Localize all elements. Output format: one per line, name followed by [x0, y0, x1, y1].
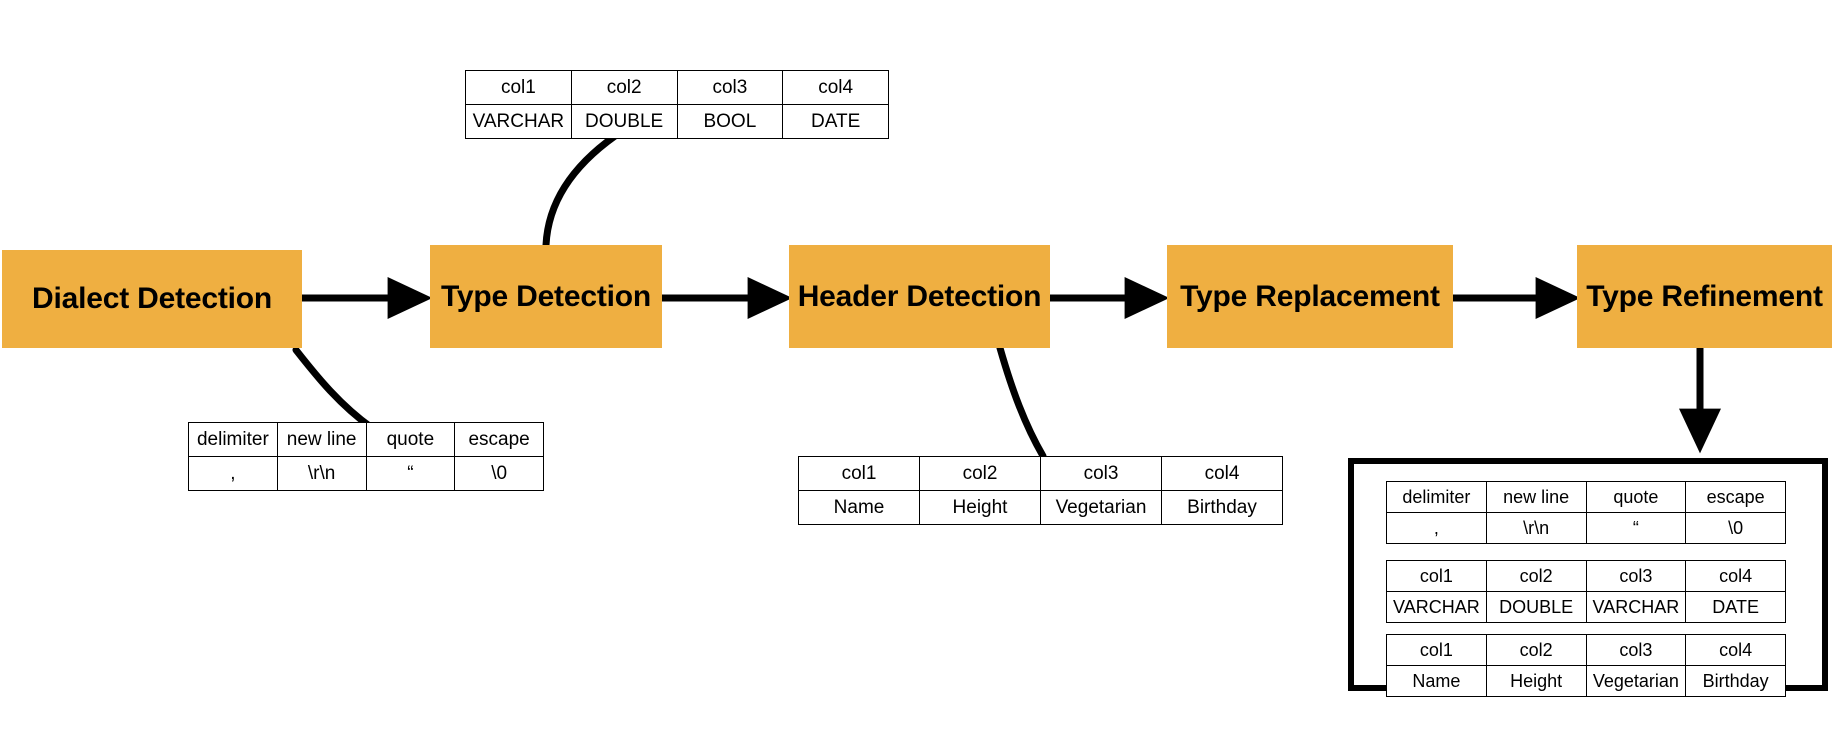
table-row-values: Name Height Vegetarian Birthday	[798, 490, 1283, 525]
table-row-headers: delimiter new line quote escape	[1386, 481, 1786, 513]
stage-header-detection[interactable]: Header Detection	[789, 245, 1050, 348]
cell-header-new-line: new line	[276, 422, 367, 457]
cell-header-quote: quote	[1585, 481, 1687, 513]
stage-dialect-detection[interactable]: Dialect Detection	[2, 250, 302, 348]
table-final-types: col1 col2 col3 col4 VARCHAR DOUBLE VARCH…	[1386, 560, 1786, 623]
final-result-box: delimiter new line quote escape , \r\n “…	[1348, 458, 1828, 697]
table-row-headers: col1 col2 col3 col4	[1386, 634, 1786, 666]
cell-header-col4: col4	[1685, 634, 1786, 666]
curve-dialect-detection-output	[292, 346, 376, 432]
cell-header-col1: col1	[798, 456, 920, 491]
stage-label: Type Refinement	[1586, 279, 1823, 313]
cell-header-col1: col1	[465, 70, 572, 105]
cell-value-col2: DOUBLE	[1485, 591, 1587, 623]
cell-header-col3: col3	[1585, 560, 1687, 592]
stage-label: Type Detection	[440, 279, 651, 313]
cell-header-escape: escape	[454, 422, 544, 457]
cell-value-col2: DOUBLE	[570, 104, 678, 139]
cell-value-new-line: \r\n	[1485, 512, 1587, 544]
cell-header-col4: col4	[1685, 560, 1786, 592]
cell-value-col2: Height	[919, 490, 1041, 525]
cell-header-delimiter: delimiter	[188, 422, 278, 457]
cell-header-col4: col4	[1161, 456, 1283, 491]
table-row-values: , \r\n “ \0	[1386, 512, 1786, 544]
cell-value-quote: “	[1585, 512, 1687, 544]
cell-value-col4: Birthday	[1685, 665, 1786, 697]
cell-value-col3: VARCHAR	[1585, 591, 1687, 623]
curve-type-detection-output	[542, 132, 619, 249]
stage-type-detection[interactable]: Type Detection	[430, 245, 662, 348]
table-row-headers: col1 col2 col3 col4	[1386, 560, 1786, 592]
table-dialect-detection-output: delimiter new line quote escape , \r\n “…	[188, 422, 544, 491]
cell-header-col3: col3	[1585, 634, 1687, 666]
cell-value-escape: \0	[1685, 512, 1786, 544]
cell-header-quote: quote	[365, 422, 456, 457]
cell-header-col2: col2	[570, 70, 678, 105]
cell-header-col1: col1	[1386, 560, 1487, 592]
cell-value-escape: \0	[454, 456, 544, 491]
table-header-detection-output: col1 col2 col3 col4 Name Height Vegetari…	[798, 456, 1283, 525]
cell-value-col4: DATE	[1685, 591, 1786, 623]
cell-value-col3: Vegetarian	[1585, 665, 1687, 697]
cell-value-col2: Height	[1485, 665, 1587, 697]
table-row-headers: col1 col2 col3 col4	[465, 70, 889, 105]
cell-header-delimiter: delimiter	[1386, 481, 1487, 513]
stage-label: Header Detection	[797, 279, 1042, 313]
curve-header-detection-output	[996, 344, 1047, 460]
table-row-values: Name Height Vegetarian Birthday	[1386, 665, 1786, 697]
table-row-values: VARCHAR DOUBLE BOOL DATE	[465, 104, 889, 139]
cell-value-col3: BOOL	[676, 104, 784, 139]
cell-header-col4: col4	[782, 70, 889, 105]
cell-header-col1: col1	[1386, 634, 1487, 666]
stage-type-replacement[interactable]: Type Replacement	[1167, 245, 1453, 348]
table-row-headers: delimiter new line quote escape	[188, 422, 544, 457]
cell-header-col3: col3	[676, 70, 784, 105]
table-final-headers: col1 col2 col3 col4 Name Height Vegetari…	[1386, 634, 1786, 697]
cell-header-col2: col2	[919, 456, 1041, 491]
cell-value-quote: “	[365, 456, 456, 491]
cell-value-col4: DATE	[782, 104, 889, 139]
cell-value-delimiter: ,	[1386, 512, 1487, 544]
cell-header-new-line: new line	[1485, 481, 1587, 513]
cell-value-delimiter: ,	[188, 456, 278, 491]
table-type-detection-output: col1 col2 col3 col4 VARCHAR DOUBLE BOOL …	[465, 70, 889, 139]
cell-header-col3: col3	[1040, 456, 1162, 491]
cell-value-col1: VARCHAR	[465, 104, 572, 139]
table-row-values: , \r\n “ \0	[188, 456, 544, 491]
cell-value-new-line: \r\n	[276, 456, 367, 491]
cell-header-col2: col2	[1485, 634, 1587, 666]
stage-label: Type Replacement	[1180, 279, 1440, 313]
cell-header-col2: col2	[1485, 560, 1587, 592]
table-row-headers: col1 col2 col3 col4	[798, 456, 1283, 491]
cell-value-col1: Name	[1386, 665, 1487, 697]
table-final-dialect: delimiter new line quote escape , \r\n “…	[1386, 481, 1786, 544]
table-row-values: VARCHAR DOUBLE VARCHAR DATE	[1386, 591, 1786, 623]
cell-value-col3: Vegetarian	[1040, 490, 1162, 525]
cell-header-escape: escape	[1685, 481, 1786, 513]
cell-value-col4: Birthday	[1161, 490, 1283, 525]
cell-value-col1: VARCHAR	[1386, 591, 1487, 623]
stage-type-refinement[interactable]: Type Refinement	[1577, 245, 1832, 348]
stage-label: Dialect Detection	[32, 282, 272, 315]
cell-value-col1: Name	[798, 490, 920, 525]
